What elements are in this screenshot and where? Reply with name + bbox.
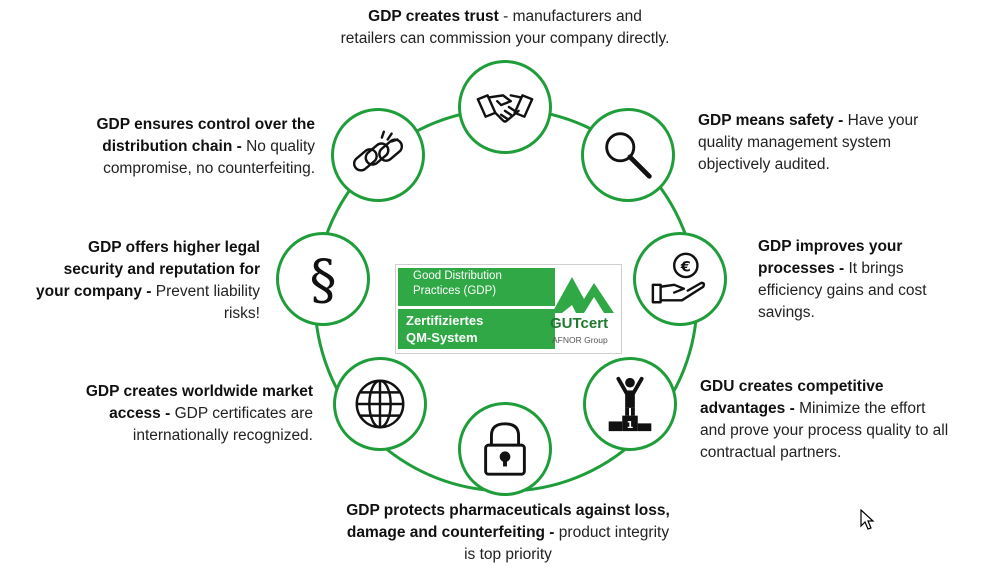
- badge-bottom-band: [398, 309, 555, 349]
- svg-text:1: 1: [627, 420, 634, 431]
- node-control: [331, 108, 425, 202]
- mouse-cursor-icon: [860, 509, 875, 530]
- node-competitive: 1: [583, 357, 677, 451]
- gutcert-logo-icon: [552, 277, 614, 313]
- text-protects: GDP protects pharmaceuticals against los…: [346, 502, 670, 563]
- padlock-icon: [484, 422, 526, 476]
- handshake-icon: [476, 94, 534, 123]
- globe-icon: [355, 379, 405, 429]
- badge-top-band: [398, 268, 555, 306]
- svg-text:§: §: [309, 248, 336, 310]
- node-trust: [458, 60, 552, 154]
- node-protects: [458, 402, 552, 496]
- node-legal: §: [276, 232, 370, 326]
- broken-chain-icon: [352, 130, 404, 172]
- euro-hand-icon: €: [651, 252, 706, 304]
- node-worldwide: [333, 357, 427, 451]
- winner-podium-icon: 1: [608, 376, 652, 431]
- node-processes: €: [633, 232, 727, 326]
- node-safety: [581, 108, 675, 202]
- magnifier-icon: [605, 132, 652, 179]
- badge-brand: GUTcert: [550, 315, 609, 332]
- paragraph-icon: §: [309, 248, 336, 310]
- badge-brand-sub: AFNOR Group: [552, 335, 608, 345]
- svg-text:€: €: [680, 259, 691, 275]
